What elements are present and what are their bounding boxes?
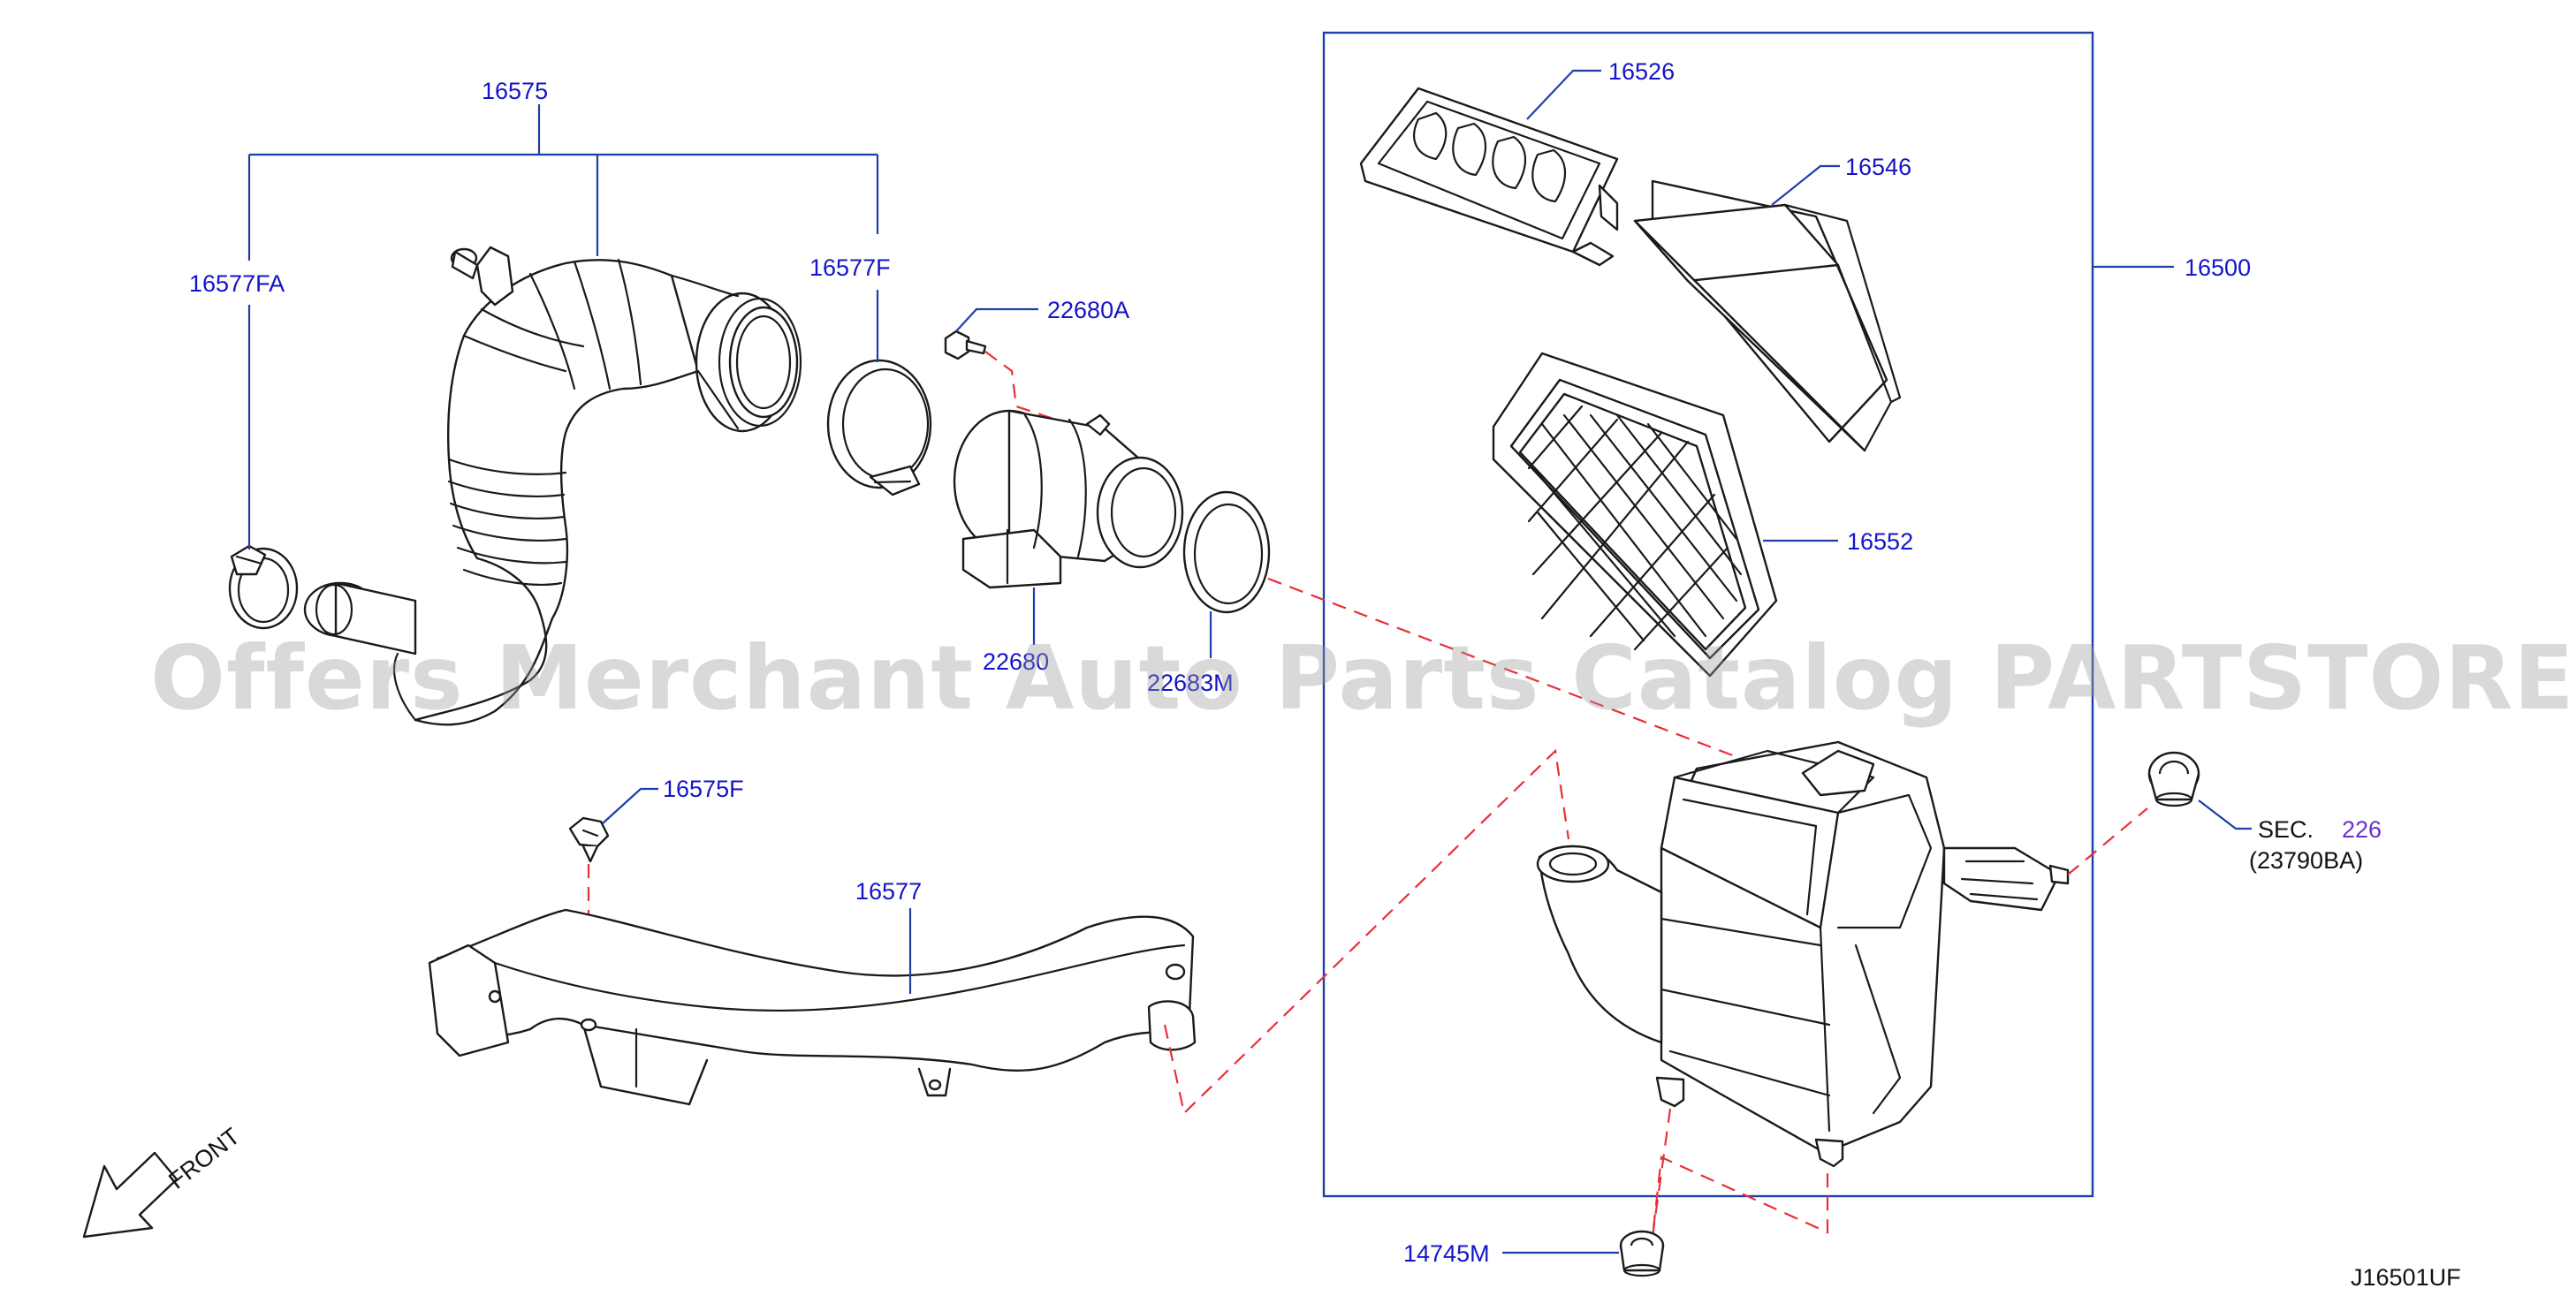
dash-airbox-to-grommet-section	[2067, 807, 2148, 875]
diagram-id: J16501UF	[2351, 1264, 2461, 1291]
callout-14745M[interactable]: 14745M	[1403, 1240, 1490, 1267]
grommet-section-226[interactable]	[2147, 751, 2200, 807]
o-ring-22683M[interactable]	[1182, 490, 1271, 614]
callout-section-prefix: SEC.	[2258, 816, 2314, 843]
hose-clamp-16577F[interactable]	[826, 359, 932, 496]
callout-22680[interactable]: 22680	[983, 648, 1049, 675]
mass-air-flow-sensor-22680[interactable]	[953, 409, 1184, 589]
leader-16546	[1771, 164, 1840, 206]
callout-section-ref: (23790BA)	[2249, 847, 2363, 874]
callout-16552[interactable]: 16552	[1847, 528, 1913, 555]
assembly-frame-16500	[1322, 31, 2094, 1198]
air-filter-16552[interactable]	[1492, 352, 1778, 678]
callout-22680A[interactable]: 22680A	[1047, 297, 1129, 323]
callout-16526[interactable]: 16526	[1608, 58, 1675, 85]
watermark: Offers Merchant Auto Parts Catalog PARTS…	[150, 626, 2576, 730]
front-label: FRONT	[163, 1123, 245, 1194]
air-filter-element-16546[interactable]	[1633, 179, 1902, 452]
leader-16575F	[602, 787, 658, 824]
leader-22680A	[955, 307, 1038, 332]
dash-22680A-to-sensor	[984, 351, 1097, 435]
air-duct-hose-16575[interactable]	[303, 246, 802, 726]
callout-16500[interactable]: 16500	[2185, 254, 2251, 281]
callout-22683M[interactable]: 22683M	[1147, 670, 1234, 696]
callout-16546[interactable]: 16546	[1845, 154, 1911, 180]
screw-22680A[interactable]	[944, 330, 987, 360]
callout-16577FA[interactable]: 16577FA	[189, 270, 285, 297]
callout-16577F[interactable]: 16577F	[809, 254, 891, 281]
leader-section-226	[2198, 799, 2252, 830]
grommet-14745M[interactable]	[1619, 1230, 1665, 1277]
leader-16526	[1526, 69, 1601, 120]
callout-16575[interactable]: 16575	[482, 78, 548, 104]
filter-mesh	[1527, 405, 1743, 651]
intake-resonator-16526[interactable]	[1359, 87, 1619, 267]
callout-16577[interactable]: 16577	[855, 878, 922, 905]
front-direction-arrow	[82, 1151, 179, 1239]
hose-clamp-16577FA[interactable]	[228, 544, 299, 630]
air-inlet-duct-16577[interactable]	[428, 908, 1197, 1106]
callout-section-number[interactable]: 226	[2342, 816, 2382, 843]
callout-16575F[interactable]: 16575F	[663, 776, 744, 802]
dash-duct-to-airbox	[1163, 748, 1570, 1116]
clip-16575F[interactable]	[568, 816, 610, 863]
dash-airbox-feet-to-grommet	[1651, 1108, 1829, 1238]
dash-oring-to-airbox	[1267, 577, 1768, 770]
air-cleaner-body[interactable]	[1536, 740, 2070, 1168]
